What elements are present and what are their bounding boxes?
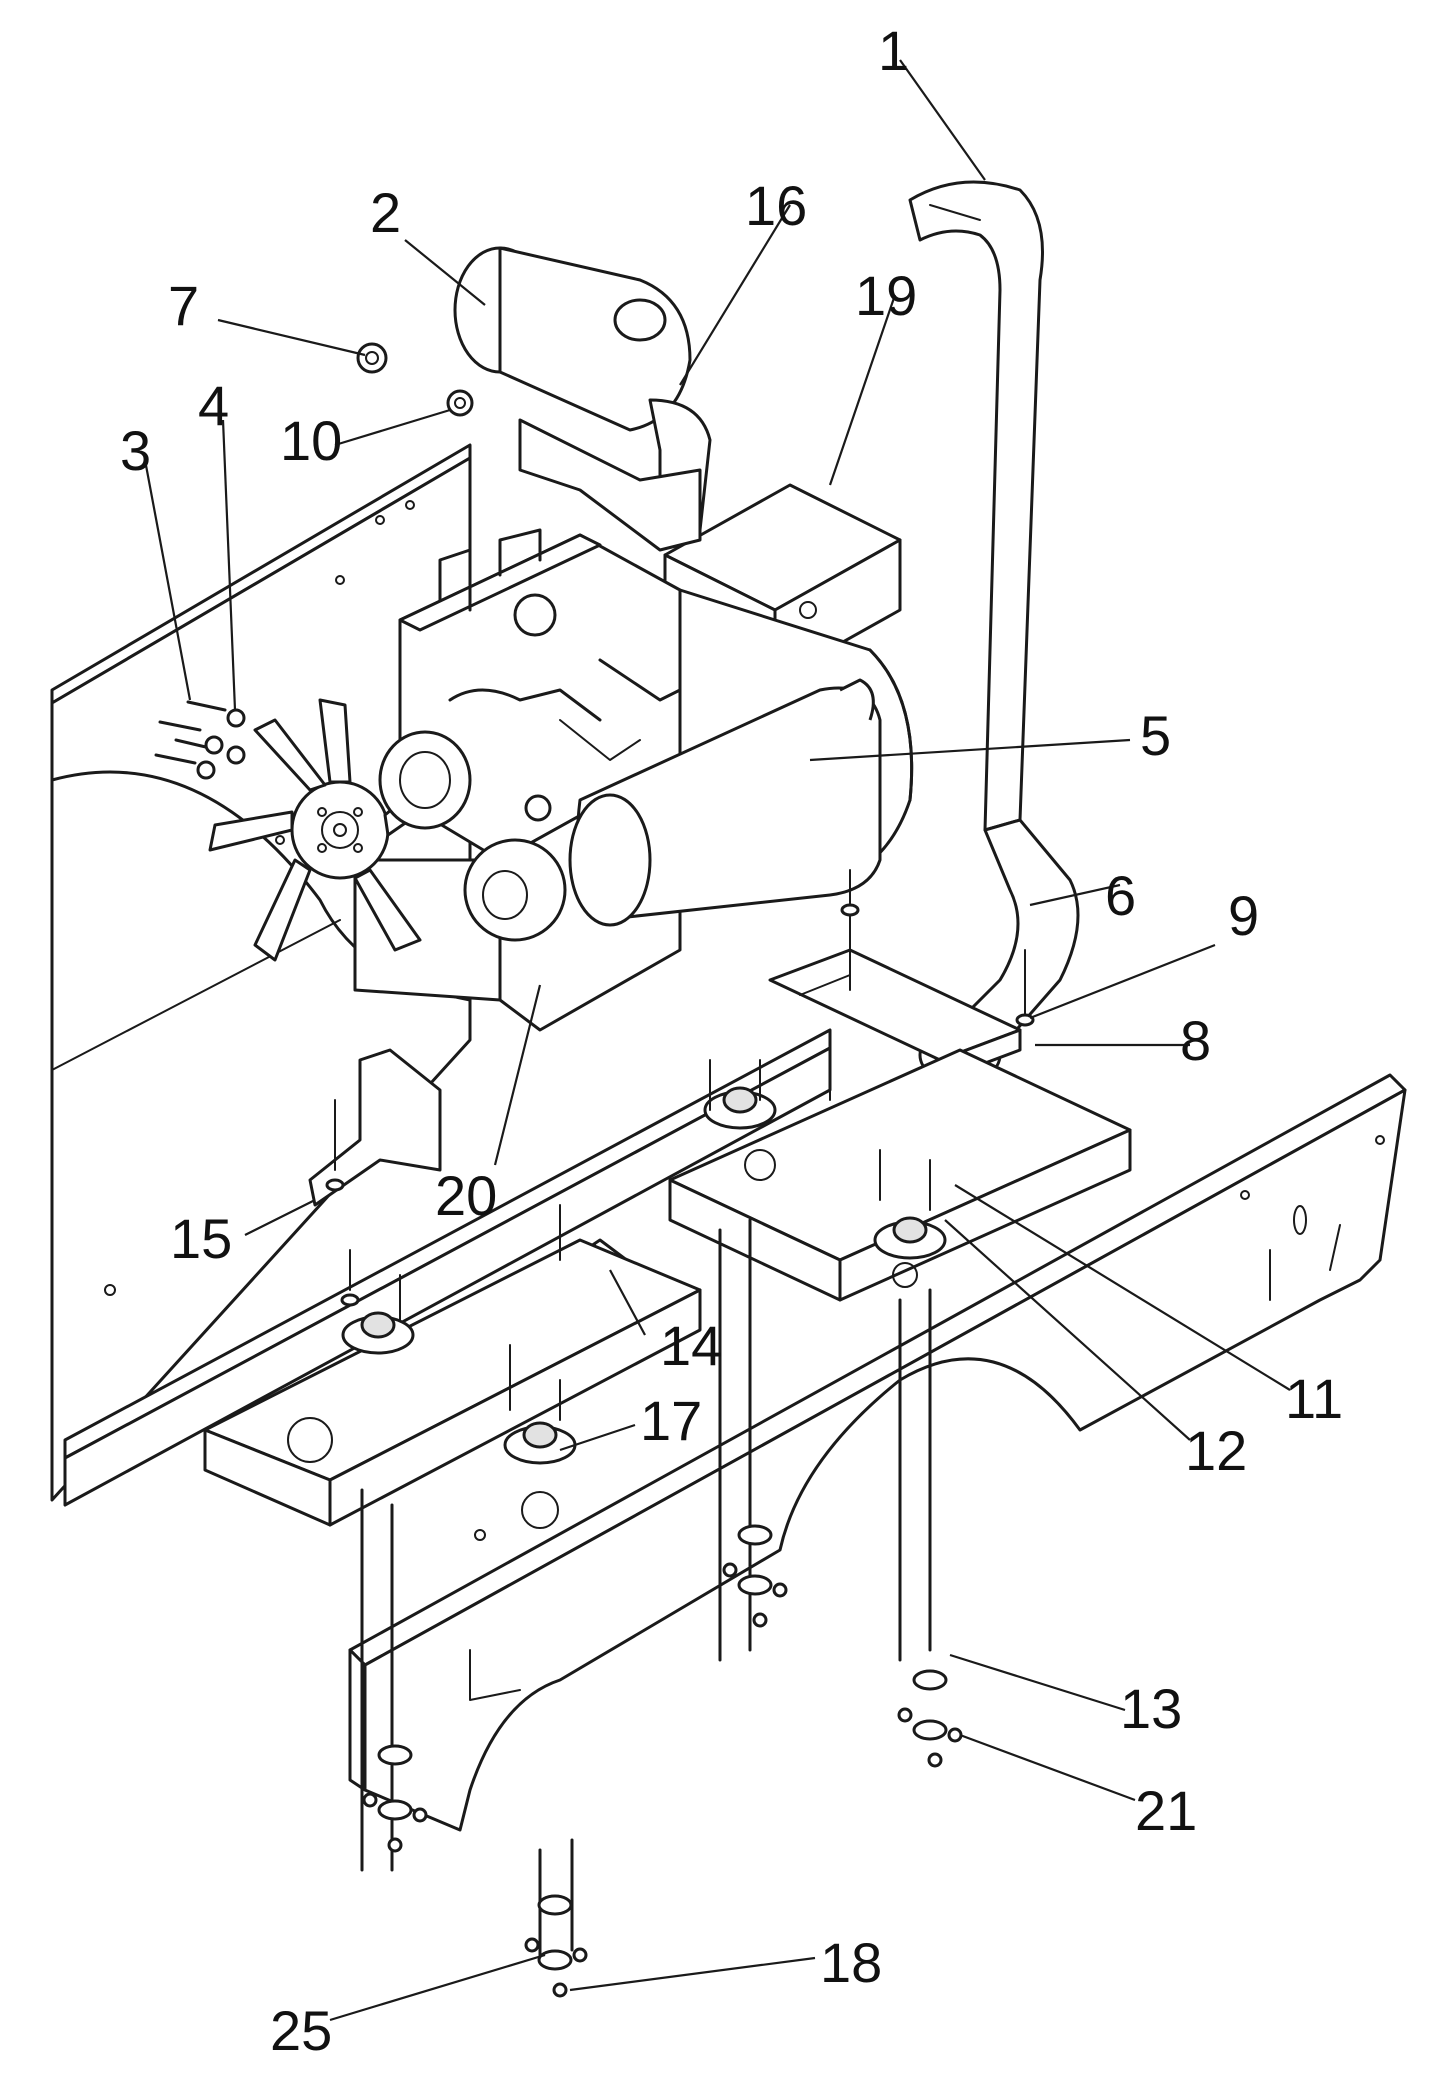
callout-labels: 1 2 3 4 5 6 7 8 9 10 11 12 13 14 15 16 1… [120, 19, 1343, 2062]
callout-label-16: 16 [745, 174, 807, 237]
base-frame [63, 1028, 1132, 1541]
callout-label-6: 6 [1105, 864, 1136, 927]
callout-label-14: 14 [660, 1314, 722, 1377]
callout-label-9: 9 [1228, 884, 1259, 947]
callout-label-8: 8 [1180, 1009, 1211, 1072]
bolt-set-left [154, 700, 246, 780]
mount-bracket-left [308, 1048, 442, 1207]
cap-part [356, 342, 388, 374]
callout-label-20: 20 [435, 1164, 497, 1227]
callout-label-17: 17 [640, 1389, 702, 1452]
callout-label-19: 19 [855, 264, 917, 327]
callout-label-11: 11 [1285, 1367, 1343, 1430]
callout-label-10: 10 [280, 409, 342, 472]
callout-label-7: 7 [168, 274, 199, 337]
callout-label-13: 13 [1120, 1677, 1182, 1740]
callout-label-25: 25 [270, 1999, 332, 2062]
callout-label-2: 2 [370, 181, 401, 244]
callout-label-3: 3 [120, 419, 151, 482]
leader-lines [143, 59, 1291, 2022]
callout-label-5: 5 [1140, 704, 1171, 767]
callout-label-4: 4 [198, 374, 229, 437]
isolator-mounts [341, 1086, 947, 1465]
callout-label-21: 21 [1135, 1779, 1197, 1842]
bottom-hardware [362, 1524, 963, 1998]
callout-label-15: 15 [170, 1207, 232, 1270]
alternator [378, 730, 567, 942]
mount-bracket-right [768, 948, 1022, 1082]
muffler [568, 678, 882, 927]
air-cleaner [453, 246, 712, 552]
frame-legs [360, 1218, 932, 1962]
exhaust-pipe [908, 180, 1080, 1085]
callout-label-18: 18 [820, 1931, 882, 1994]
callout-label-1: 1 [878, 19, 909, 82]
gasket-part [446, 389, 474, 417]
mounting-bolts [325, 869, 1035, 1421]
callout-label-12: 12 [1185, 1419, 1247, 1482]
